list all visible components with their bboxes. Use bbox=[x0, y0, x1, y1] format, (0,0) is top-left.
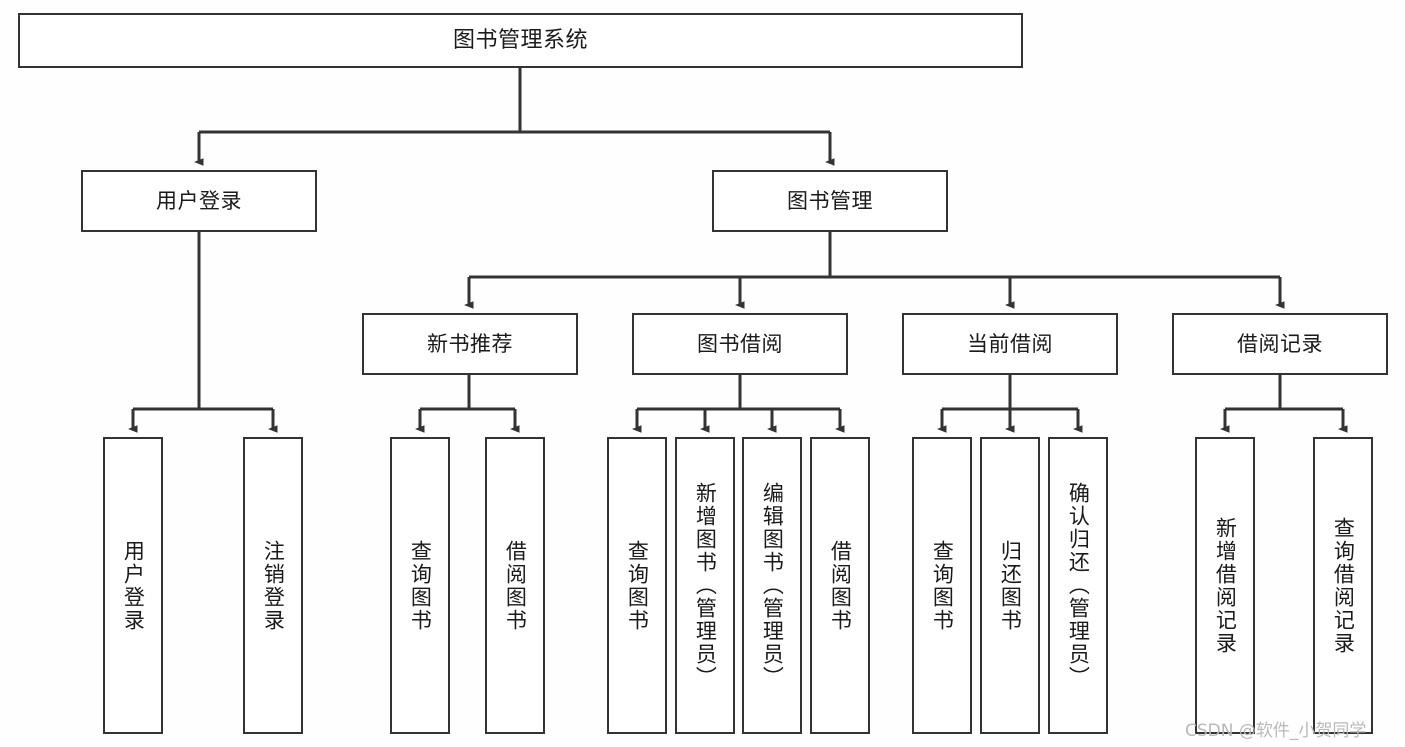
node-label: 图书管理 bbox=[787, 188, 873, 213]
node-label: 当前借阅 bbox=[967, 331, 1053, 356]
node-user-login[interactable]: 用户登录 bbox=[81, 170, 317, 232]
node-label: 查询图书 bbox=[930, 539, 955, 632]
leaf-confirm-return-admin[interactable]: 确认归还（管理员） bbox=[1048, 437, 1108, 734]
leaf-query-book-new[interactable]: 查询图书 bbox=[390, 437, 450, 734]
leaf-query-book-current[interactable]: 查询图书 bbox=[912, 437, 972, 734]
leaf-add-book-admin[interactable]: 新增图书（管理员） bbox=[675, 437, 735, 734]
node-label: 借阅记录 bbox=[1237, 331, 1323, 356]
leaf-return-book[interactable]: 归还图书 bbox=[980, 437, 1040, 734]
node-current-borrow[interactable]: 当前借阅 bbox=[902, 313, 1118, 375]
node-label: 查询图书 bbox=[408, 539, 433, 632]
node-root-system[interactable]: 图书管理系统 bbox=[18, 13, 1023, 68]
node-label: 图书借阅 bbox=[697, 331, 783, 356]
node-label: 注销登录 bbox=[261, 539, 286, 632]
node-label: 查询图书 bbox=[625, 539, 650, 632]
leaf-borrow-book-new[interactable]: 借阅图书 bbox=[485, 437, 545, 734]
node-label: 借阅图书 bbox=[828, 539, 853, 632]
leaf-logout[interactable]: 注销登录 bbox=[243, 437, 303, 734]
node-label: 新增借阅记录 bbox=[1213, 516, 1238, 655]
node-label: 新增图书（管理员） bbox=[693, 482, 718, 689]
node-label: 新书推荐 bbox=[427, 331, 513, 356]
leaf-add-borrow-record[interactable]: 新增借阅记录 bbox=[1195, 437, 1255, 734]
leaf-borrow-book[interactable]: 借阅图书 bbox=[810, 437, 870, 734]
leaf-query-book-borrow[interactable]: 查询图书 bbox=[607, 437, 667, 734]
leaf-user-login[interactable]: 用户登录 bbox=[103, 437, 163, 734]
node-borrow-record[interactable]: 借阅记录 bbox=[1172, 313, 1388, 375]
node-label: 确认归还（管理员） bbox=[1066, 482, 1091, 689]
node-new-book-recommend[interactable]: 新书推荐 bbox=[362, 313, 578, 375]
node-label: 查询借阅记录 bbox=[1331, 516, 1356, 655]
node-label: 用户登录 bbox=[121, 539, 146, 632]
node-label: 借阅图书 bbox=[503, 539, 528, 632]
node-book-borrow[interactable]: 图书借阅 bbox=[632, 313, 848, 375]
leaf-edit-book-admin[interactable]: 编辑图书（管理员） bbox=[742, 437, 802, 734]
node-label: 编辑图书（管理员） bbox=[760, 482, 785, 689]
node-book-management[interactable]: 图书管理 bbox=[712, 170, 948, 232]
watermark-text: CSDN @软件_小贺同学 bbox=[1185, 721, 1367, 741]
node-label: 用户登录 bbox=[156, 188, 242, 213]
node-label: 图书管理系统 bbox=[452, 27, 588, 53]
node-label: 归还图书 bbox=[998, 539, 1023, 632]
leaf-query-borrow-record[interactable]: 查询借阅记录 bbox=[1313, 437, 1373, 734]
